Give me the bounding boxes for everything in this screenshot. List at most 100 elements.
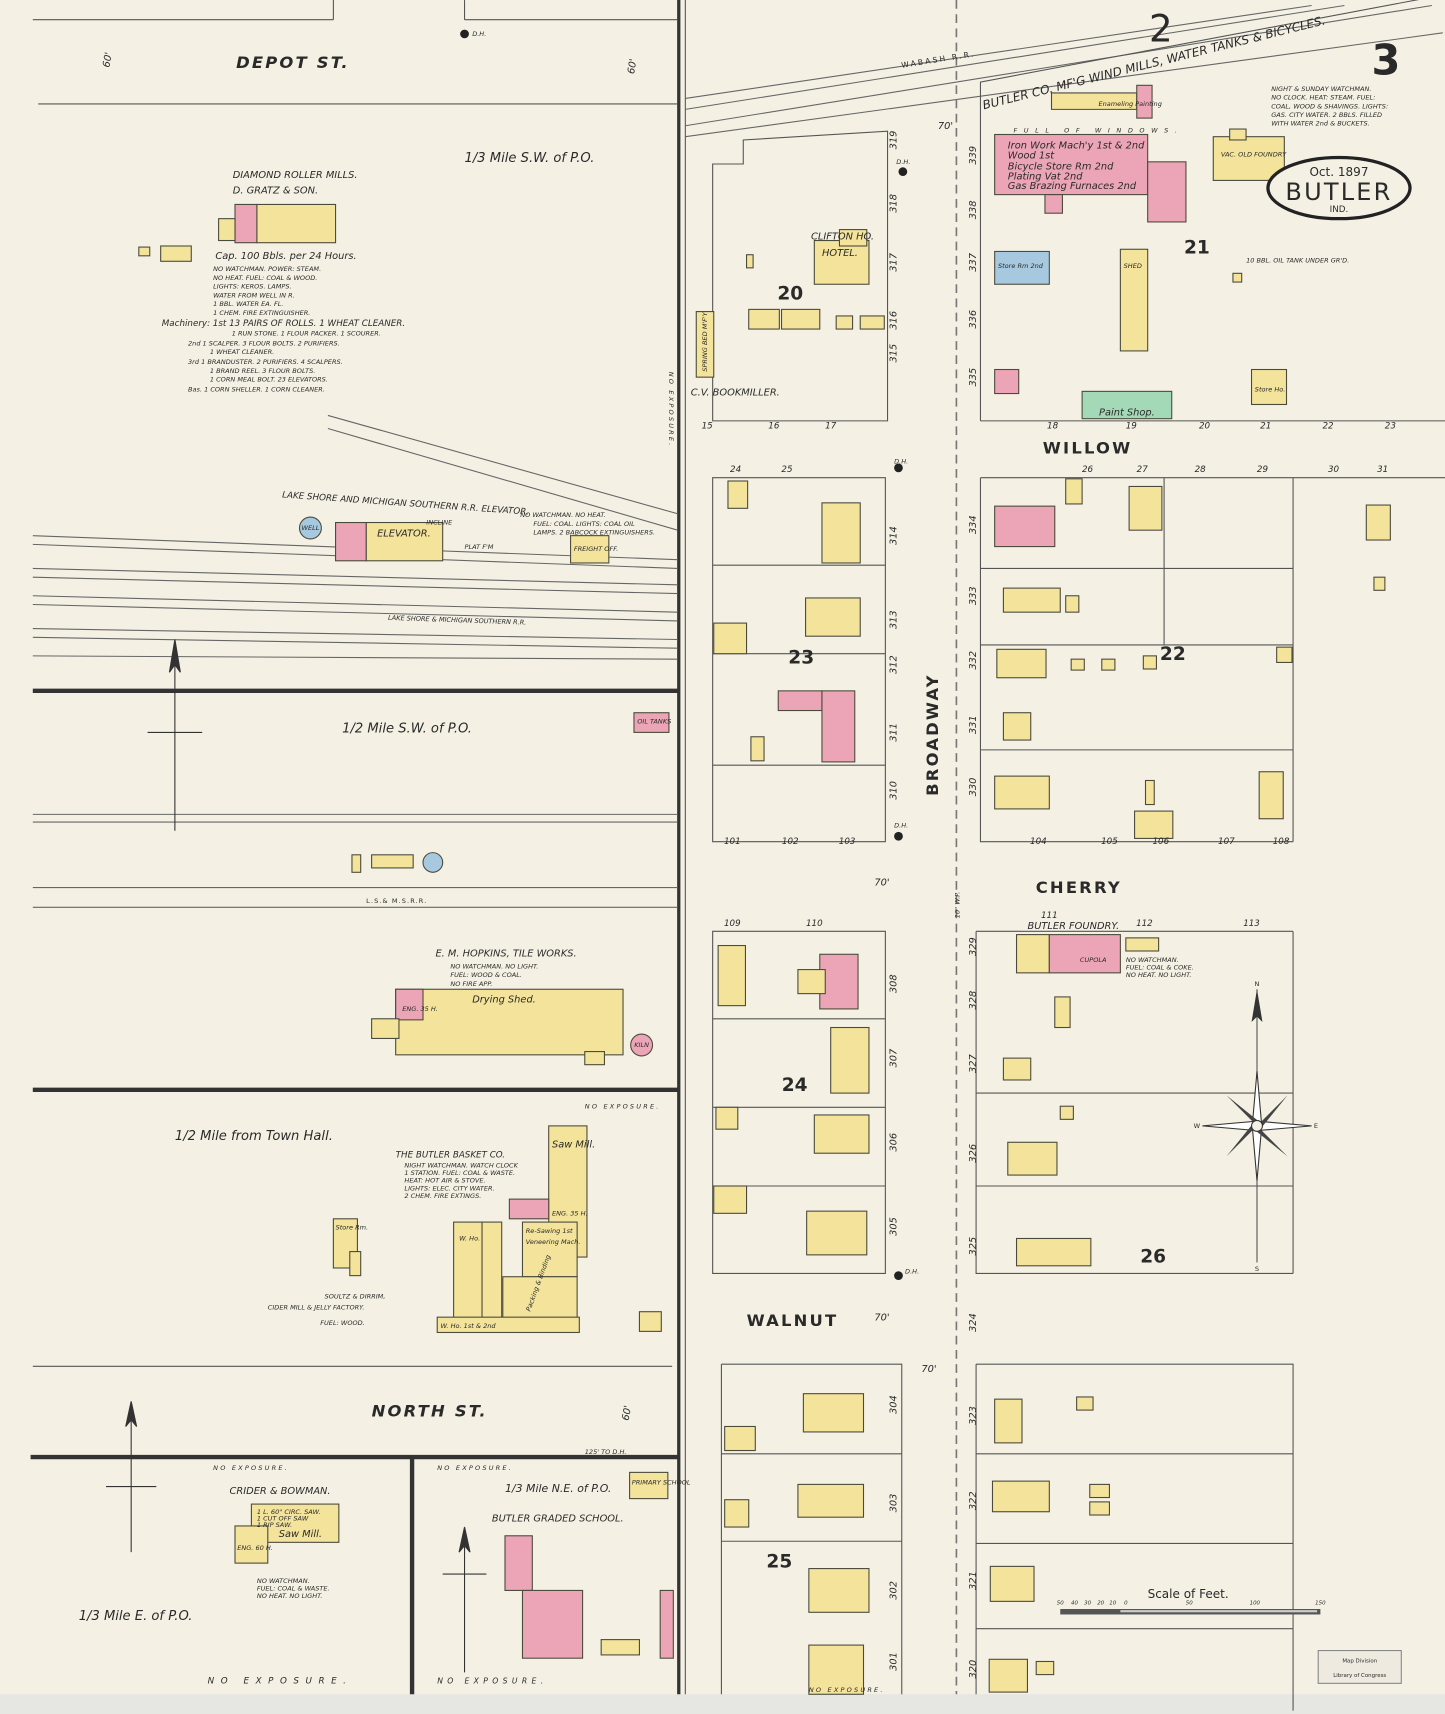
dimension-label: 70' <box>938 121 953 132</box>
note-line: GAS. CITY WATER. 2 BBLS. FILLED <box>1271 111 1382 119</box>
house-number: 310 <box>888 781 899 800</box>
hydrant-label: D.H. <box>472 30 486 38</box>
house-number: 314 <box>888 526 899 545</box>
lot-number: 113 <box>1243 919 1260 929</box>
dimension-label: 70' <box>921 1364 936 1375</box>
lot-number: 104 <box>1030 837 1047 847</box>
no-exposure-label: NO EXPOSURE. <box>667 372 675 448</box>
no-exposure-label: NO EXPOSURE. <box>437 1464 513 1472</box>
school-name: BUTLER GRADED SCHOOL. <box>492 1514 624 1525</box>
machinery-line: 2nd 1 SCALPER. 3 FLOUR BOLTS. 2 PURIFIER… <box>188 339 340 347</box>
title-state: IND. <box>1330 205 1349 215</box>
note-line: 1 BBL. WATER EA. FL. <box>213 300 283 308</box>
note-line: HEAT: HOT AIR & STOVE. <box>404 1177 485 1185</box>
lot-number: 17 <box>825 422 837 432</box>
house-number: 305 <box>888 1217 899 1236</box>
house-number: 324 <box>968 1313 979 1332</box>
house-number: 328 <box>968 991 979 1010</box>
primary-school-label: PRIMARY SCHOOL <box>632 1478 691 1486</box>
scale-tick-label: 100 <box>1250 1601 1261 1607</box>
lot-number: 22 <box>1322 422 1334 432</box>
lot-number: 21 <box>1260 422 1271 432</box>
house-number: 302 <box>888 1581 899 1600</box>
house-number: 326 <box>968 1144 979 1163</box>
lot-number: 107 <box>1218 837 1235 847</box>
store-room-label: Store Rm. <box>336 1224 369 1232</box>
machinery-line: 1 RUN STONE. 1 FLOUR PACKER. 1 SCOURER. <box>232 330 381 338</box>
hydrants <box>460 29 908 1281</box>
enameling-label: Enameling Painting <box>1099 100 1162 108</box>
street-depot: DEPOT ST. <box>236 53 350 72</box>
house-number: 308 <box>888 974 899 993</box>
drying-shed-label: Drying Shed. <box>472 994 536 1005</box>
crider-name: CRIDER & BOWMAN. <box>230 1486 331 1497</box>
elevator-label: ELEVATOR. <box>377 529 431 540</box>
street-cherry: CHERRY <box>1036 878 1122 897</box>
lot-number: 108 <box>1273 837 1290 847</box>
machinery-line: 1 CORN MEAL BOLT. 23 ELEVATORS. <box>210 376 328 384</box>
note-line: NO FIRE APP. <box>450 980 492 988</box>
block-number: 26 <box>1140 1247 1166 1268</box>
block-number: 24 <box>782 1075 808 1096</box>
hopkins-tile-works: E. M. HOPKINS, TILE WORKS. NO WATCHMAN. … <box>402 718 671 1050</box>
tile-works-name: E. M. HOPKINS, TILE WORKS. <box>435 948 576 959</box>
hotel-label: HOTEL. <box>822 248 858 259</box>
elevator-well: WELL <box>301 524 319 532</box>
block-number: 21 <box>1184 238 1210 259</box>
note-line: LAMPS. 2 BABCOCK EXTINGUISHERS. <box>533 529 655 537</box>
lot-number: 112 <box>1136 919 1153 929</box>
equipment-line: 1 CUT OFF SAW <box>257 1514 309 1522</box>
compass-e: E <box>1314 1122 1318 1130</box>
machinery-line: 3rd 1 BRANDUSTER. 2 PURIFIERS. 4 SCALPER… <box>188 358 343 366</box>
hydrant-label: D.H. <box>894 458 908 466</box>
title-cartouche: Oct. 1897 BUTLER IND. <box>1266 155 1412 221</box>
block-numbers: 20 21 22 23 24 25 26 <box>766 238 1209 1573</box>
mills-owner: D. GRATZ & SON. <box>233 186 318 197</box>
inset-labels: 1/3 Mile S.W. of P.O. 1/2 Mile S.W. of P… <box>79 151 612 1624</box>
works-line: Gas Brazing Furnaces 2nd <box>1008 181 1137 192</box>
water-pipe-label: 10" W.P. <box>954 892 962 919</box>
house-number: 339 <box>968 146 979 165</box>
note-line: COAL, WOOD & SHAVINGS. LIGHTS: <box>1271 102 1388 110</box>
block-number: 23 <box>788 648 814 669</box>
note-line: WITH WATER 2nd & BUCKETS. <box>1271 120 1370 128</box>
hydrant-label: D.H. <box>905 1267 919 1275</box>
scale-title: Scale of Feet. <box>1148 1587 1229 1601</box>
house-number: 323 <box>968 1406 979 1425</box>
scale-tick-label: 10 <box>1109 1601 1116 1607</box>
dimension-label: 70' <box>874 1312 889 1323</box>
lot-number: 24 <box>730 465 741 475</box>
crider-saw-mill: Saw Mill. <box>279 1529 322 1540</box>
note-line: NO CLOCK. HEAT: STEAM. FUEL: <box>1271 94 1375 102</box>
compass-rose-icon: N S E W <box>1194 980 1318 1273</box>
basket-co-name: THE BUTLER BASKET CO. <box>396 1151 505 1161</box>
house-number: 331 <box>968 715 979 734</box>
elevator-platform: PLAT F'M <box>465 543 494 551</box>
store-house-label: Store Ho. <box>1255 385 1286 393</box>
scale-tick-label: 40 <box>1071 1601 1078 1607</box>
veneering-label: Veneering Mach. <box>526 1238 581 1246</box>
equipment-line: 1 L. 60" CIRC. SAW. <box>257 1508 321 1516</box>
lot-number: 101 <box>724 837 741 847</box>
note-line: NIGHT WATCHMAN. WATCH CLOCK <box>404 1161 518 1169</box>
lot-number: 103 <box>839 837 856 847</box>
lot-number: 109 <box>724 919 741 929</box>
lot-number: 19 <box>1126 422 1138 432</box>
mills-notes: NO WATCHMAN. POWER: STEAM. NO HEAT. FUEL… <box>213 265 321 317</box>
lot-number: 18 <box>1047 422 1059 432</box>
note-line: NO HEAT. FUEL: COAL & WOOD. <box>213 274 317 282</box>
buildings <box>138 84 1391 1695</box>
house-number: 325 <box>968 1237 979 1256</box>
scale-tick-label: 0 <box>1124 1601 1128 1607</box>
note-line: NO WATCHMAN. <box>1126 956 1179 964</box>
lot-number: 31 <box>1377 465 1388 475</box>
adjacent-sheet-number: 2 <box>1149 8 1173 51</box>
hydrant-label: D.H. <box>896 158 910 166</box>
house-number: 327 <box>968 1053 979 1073</box>
stamp-line: Map Division <box>1342 1659 1377 1665</box>
note-line: LIGHTS: KEROS. LAMPS. <box>213 283 291 291</box>
street-broadway: BROADWAY <box>923 673 942 796</box>
house-number: 315 <box>888 344 899 363</box>
railroad-tracks-wabash <box>685 4 1443 138</box>
